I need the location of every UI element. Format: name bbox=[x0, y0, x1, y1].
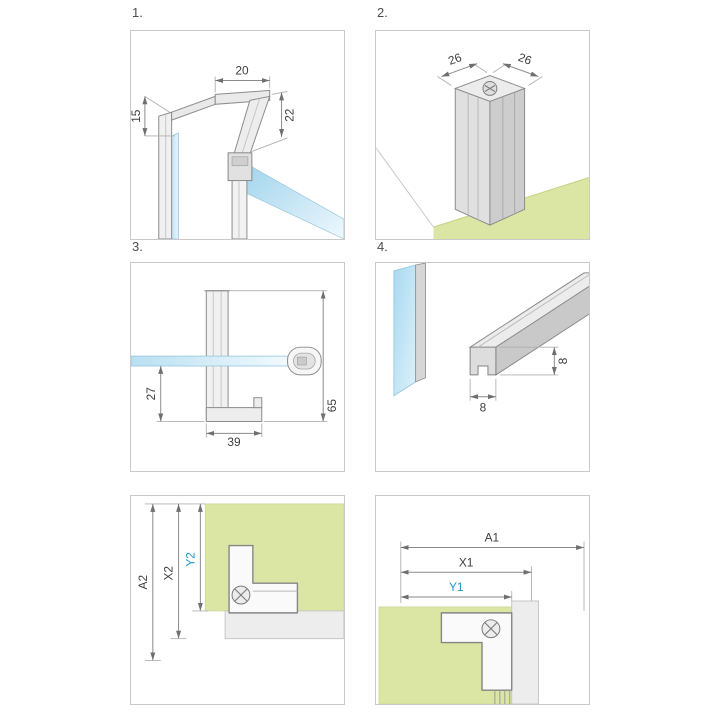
panel-6-drawing: A1 X1 Y1 bbox=[378, 531, 585, 704]
glass-panel bbox=[393, 263, 426, 397]
dim-x2-label: X2 bbox=[162, 566, 176, 581]
dim-foot-height-value: 27 bbox=[144, 387, 158, 400]
dim-arm-drop-value: 22 bbox=[282, 109, 296, 122]
panel-5: A2 X2 Y2 bbox=[130, 495, 345, 705]
panel-3-number: 3. bbox=[132, 239, 143, 254]
dimensions: 27 39 65 bbox=[144, 290, 339, 449]
dimensions: 8 8 bbox=[469, 346, 570, 415]
dimensions: 20 22 15 bbox=[131, 64, 296, 153]
glass-clamp bbox=[227, 152, 253, 239]
dimensions: A1 X1 Y1 bbox=[400, 531, 585, 611]
panel-1-number: 1. bbox=[132, 5, 143, 20]
panel-2-drawing: 26 26 bbox=[376, 50, 589, 239]
seal-profile bbox=[468, 272, 589, 376]
dim-post-depth-value: 26 bbox=[446, 50, 464, 68]
corner-post bbox=[453, 75, 527, 226]
wall-section bbox=[511, 600, 539, 704]
panel-1-drawing: 20 22 15 bbox=[131, 64, 344, 239]
dim-y1-label: Y1 bbox=[449, 580, 464, 594]
screw-icon bbox=[231, 585, 251, 605]
dimensions: A2 X2 Y2 bbox=[136, 503, 209, 661]
panel-3-drawing: 27 39 65 bbox=[131, 290, 339, 449]
panel-6: A1 X1 Y1 bbox=[375, 495, 590, 705]
dim-a1-label: A1 bbox=[485, 531, 500, 545]
wall-corner-line bbox=[376, 147, 434, 228]
panel-2: 26 26 bbox=[375, 30, 590, 240]
panel-4: 8 8 bbox=[375, 262, 590, 472]
glass-edge-hatch bbox=[494, 690, 511, 704]
panel-4-drawing: 8 8 bbox=[393, 263, 589, 415]
panel-1: 20 22 15 bbox=[130, 30, 345, 240]
screw-icon bbox=[482, 81, 498, 96]
dim-seal-height-value: 8 bbox=[556, 357, 570, 364]
wall-section bbox=[224, 610, 344, 640]
dimensions: 26 26 bbox=[437, 50, 543, 86]
wall-profile bbox=[158, 111, 173, 239]
panel-2-number: 2. bbox=[377, 5, 388, 20]
panel-3: 27 39 65 bbox=[130, 262, 345, 472]
panel-4-number: 4. bbox=[377, 239, 388, 254]
dim-x1-label: X1 bbox=[459, 555, 474, 569]
support-arm bbox=[171, 89, 271, 161]
bar-holder-cap bbox=[287, 346, 322, 376]
profile-foot bbox=[205, 397, 263, 422]
dim-top-width-value: 20 bbox=[235, 64, 249, 78]
stabilizer-bar bbox=[131, 355, 296, 367]
dim-seal-width-value: 8 bbox=[480, 401, 487, 415]
dim-a2-label: A2 bbox=[136, 575, 150, 590]
screw-icon bbox=[481, 619, 501, 639]
wall-profile bbox=[204, 290, 231, 420]
dim-foot-depth-value: 39 bbox=[227, 435, 241, 449]
dim-y2-label: Y2 bbox=[183, 552, 197, 567]
dim-wall-offset-value: 15 bbox=[131, 109, 143, 123]
panel-5-drawing: A2 X2 Y2 bbox=[136, 503, 344, 661]
dim-bracket-height-value: 65 bbox=[325, 399, 339, 413]
dim-post-width-value: 26 bbox=[516, 50, 534, 68]
